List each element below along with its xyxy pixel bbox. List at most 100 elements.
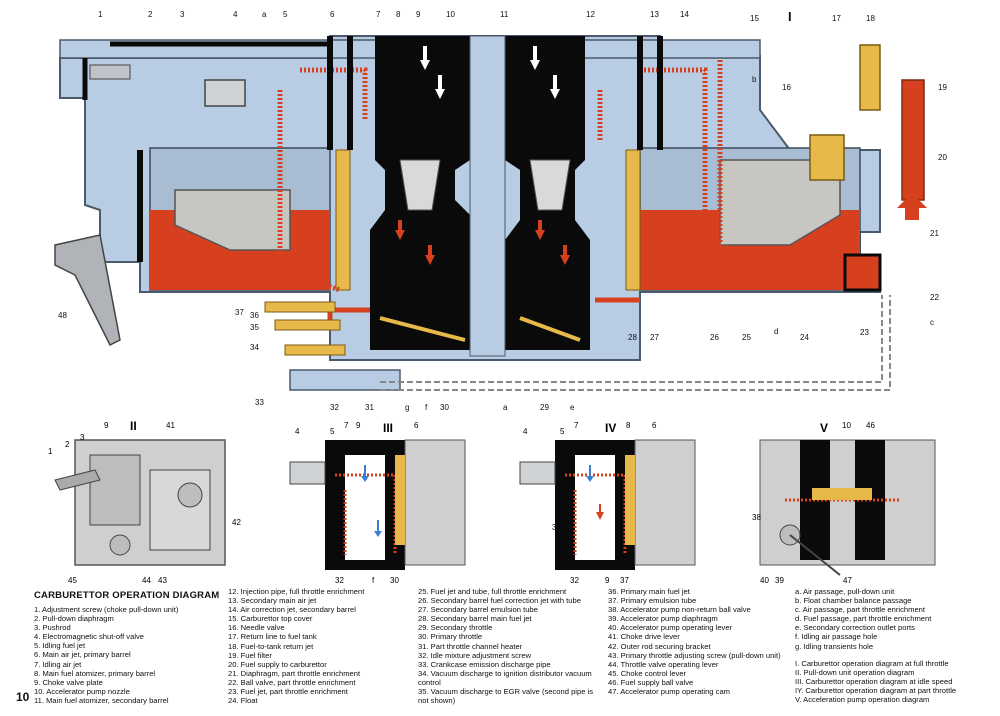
callout: 29 [540,403,549,412]
callout: 20 [938,153,947,162]
callout: 6 [652,421,657,430]
adjustment-screw [89,64,131,80]
callout: 26 [710,333,719,342]
callout: 28 [628,333,637,342]
callout: a [503,403,508,412]
page-number: 10 [16,690,30,704]
callout: 23 [860,328,869,337]
callout: 5 [330,427,335,436]
callout: 33 [255,398,264,407]
legend-item: 12. Injection pipe, full throttle enrich… [228,587,365,596]
legend-item: 1. Adjustment screw (choke pull-down uni… [34,605,179,614]
legend-item: 22. Ball valve, part throttle enrichment [228,677,356,687]
callout: 1 [98,10,103,19]
legend-item: III. Carburettor operation diagram at id… [795,676,953,686]
roman-ii: II [130,419,137,433]
legend-column-3: 25. Fuel jet and tube, full throttle enr… [418,587,598,705]
legend-item: 10. Accelerator pump nozzle [34,686,130,696]
callout: 37 [235,308,244,317]
callout: 9 [356,421,361,430]
legend-item: 4. Electromagnetic shut-off valve [34,632,145,642]
legend-item: a. Air passage, pull-down unit [795,587,895,596]
roman-iv: IV [605,421,616,435]
legend-column-4: 36. Primary main fuel jet 37. Primary em… [608,587,781,696]
legend-item: 37. Primary emulsion tube [608,596,697,606]
legend-item: 44. Throttle valve operating lever [608,659,719,669]
callout: 6 [330,10,335,19]
legend-item: 25. Fuel jet and tube, full throttle enr… [418,587,567,596]
callout: 34 [250,343,259,352]
callout: 3 [180,10,185,19]
legend-item: 24. Float [228,696,258,706]
legend-item: 40. Accelerator pump operating lever [608,623,733,633]
legend-item: 13. Secondary main air jet [228,596,317,606]
choke-lever [54,234,121,347]
callout: 32 [335,576,344,585]
legend-item: 26. Secondary barrel fuel correction jet… [418,596,581,606]
legend-item: V. Acceleration pump operation diagram [795,695,930,705]
callout: 13 [650,10,659,19]
callout: 24 [800,333,809,342]
callout: 36 [250,311,259,320]
callout: 9 [605,576,610,585]
legend-item: 41. Choke drive lever [608,632,680,642]
callout: 32 [570,576,579,585]
secondary-throttle [519,316,581,342]
callout: 39 [775,576,784,585]
legend-item: II. Pull-down unit operation diagram [795,667,915,677]
callout: f [425,403,428,412]
callout: f [372,576,375,585]
legend-item: 28. Secondary barrel main fuel jet [418,614,532,624]
primary-throttle [379,316,466,342]
legend-item: 32. Idle mixture adjustment screw [418,650,532,660]
callout: 15 [750,14,759,23]
callout: 4 [233,10,238,19]
callout: 48 [58,311,67,320]
legend-item: 16. Needle valve [228,623,285,633]
legend-item: e. Secondary correction outlet ports [795,623,915,633]
callout: 7 [574,421,579,430]
main-callouts: 1 2 3 4 a 5 6 7 8 9 10 11 12 13 14 15 17… [58,9,947,412]
callout: 2 [148,10,153,19]
legend-item: 31. Part throttle channel heater [418,641,523,651]
legend-item: 43. Primary throttle adjusting screw (pu… [608,650,781,660]
callout: 10 [842,421,851,430]
callout: 4 [523,427,528,436]
roman-v: V [820,421,828,435]
legend-item: 27. Secondary barrel emulsion tube [418,605,538,615]
callout: 19 [938,83,947,92]
primary-venturi [399,159,441,211]
callout: 7 [344,421,349,430]
legend-item: 34. Vacuum discharge to ignition distrib… [418,668,592,687]
legend-item: f. Idling air passage hole [795,632,878,642]
legend-item: g. Idling transients hole [795,641,874,651]
callout: 35 [250,323,259,332]
legend-item: 35. Vacuum discharge to EGR valve (secon… [418,687,594,706]
legend-item: 36. Primary main fuel jet [608,587,690,596]
legend-item: 19. Fuel filter [228,650,272,660]
legend-item: 45. Choke control lever [608,668,687,678]
legend-item: 30. Primary throttle [418,632,483,642]
fuel-inlet [901,79,925,201]
callout: 38 [552,523,561,532]
legend-item: 11. Main fuel atomizer, secondary barrel [34,695,169,705]
legend-item: IY. Carburettor operation diagram at par… [795,685,957,695]
legend-item: 39. Accelerator pump diaphragm [608,614,718,624]
legend-item: 38. Accelerator pump non-return ball val… [608,605,751,615]
legend-item: 33. Crankcase emission discharge pipe [418,659,551,669]
diagram-iii: III 4 5 7 9 6 32 f 30 [289,421,466,585]
callout: d [774,327,778,336]
callout: 44 [142,576,151,585]
legend-column-5: a. Air passage, pull-down unit b. Float … [795,587,956,704]
legend-item: 9. Choke valve plate [34,677,103,687]
legend-item: 17. Return line to fuel tank [228,632,317,642]
legend-item: 29. Secondary throttle [418,623,493,633]
legend-item: 5. Idling fuel jet [34,641,86,651]
enrichment-valve [843,253,882,292]
roman-i: I [788,9,792,24]
legend-item: 2. Pull-down diaphragm [34,614,114,624]
callout: 8 [396,10,401,19]
legend-item: b. Float chamber balance passage [795,596,912,606]
callout: 5 [560,427,565,436]
callout: 6 [414,421,419,430]
